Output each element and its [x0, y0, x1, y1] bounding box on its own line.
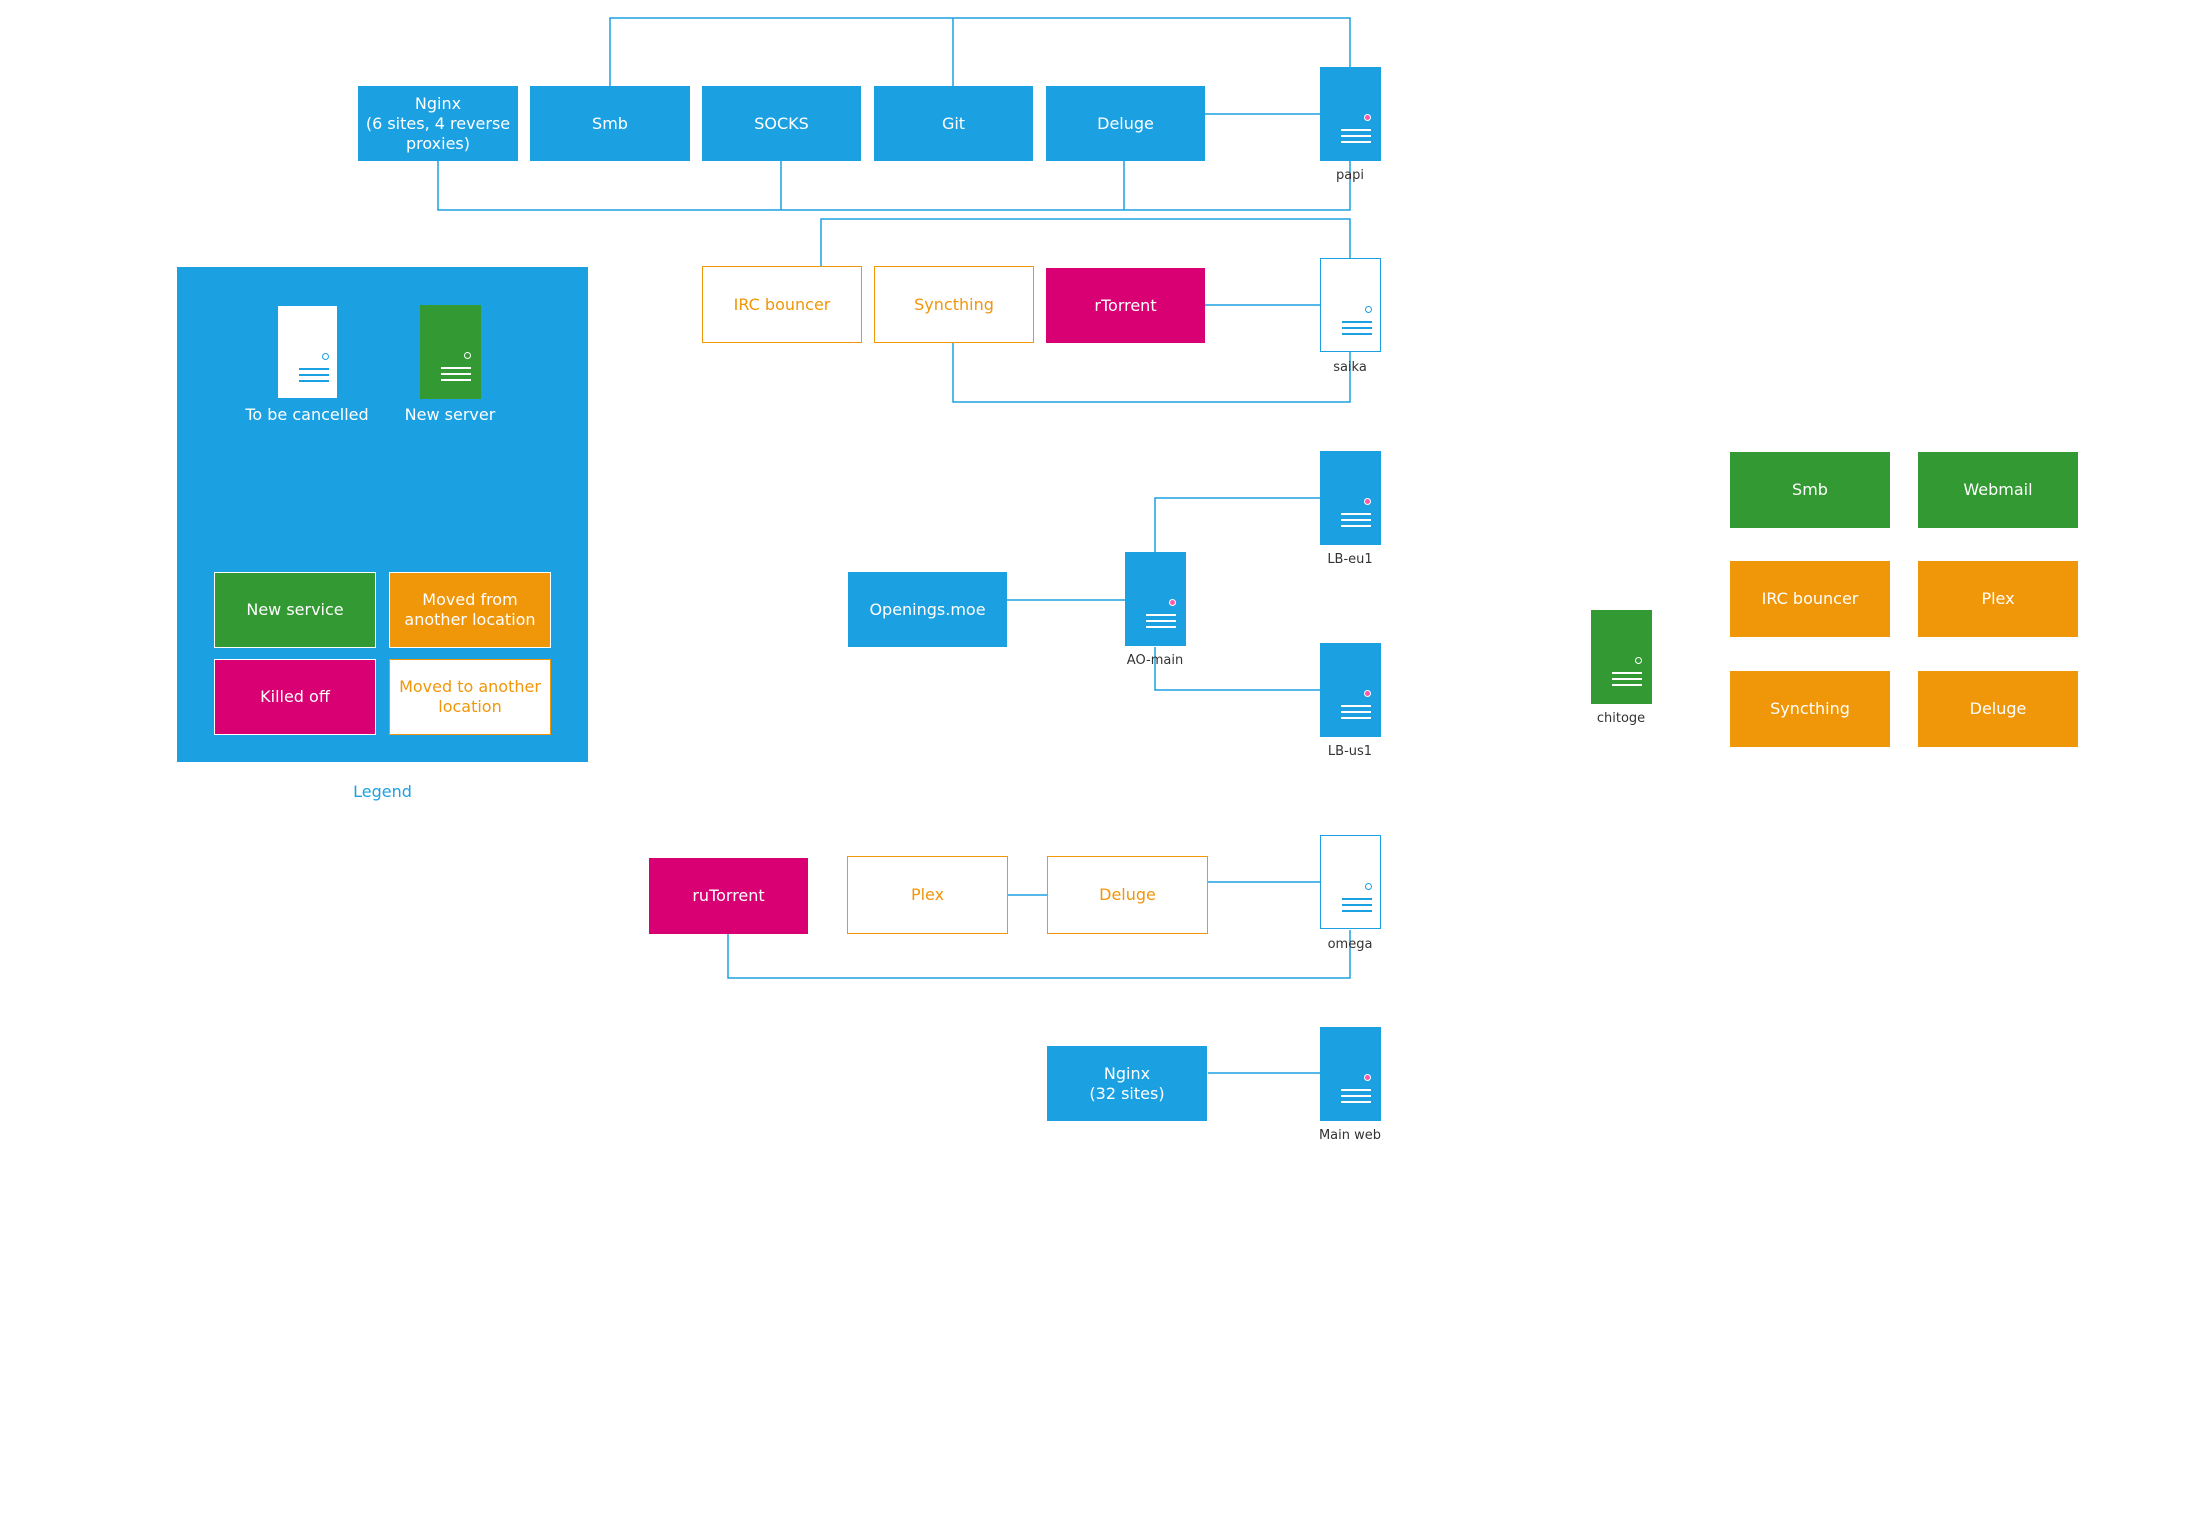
status-dot — [1364, 1074, 1371, 1081]
legend-panel: To be cancelled New server New service M… — [177, 267, 588, 762]
rack-lines — [1341, 705, 1371, 720]
service-papi-deluge: Deluge — [1046, 86, 1205, 161]
server-label-chitoge: chitoge — [1596, 711, 1646, 726]
service-omega-deluge: Deluge — [1047, 856, 1208, 934]
connector-saika-top — [820, 218, 1351, 266]
service-chitoge-deluge: Deluge — [1918, 671, 2078, 747]
service-mainweb-nginx: Nginx (32 sites) — [1047, 1046, 1207, 1121]
legend-moved-to: Moved to another location — [389, 659, 551, 735]
connector-aomain-lbeu1 — [1154, 497, 1320, 552]
server-ao-main — [1125, 552, 1186, 646]
server-lb-us1 — [1320, 643, 1381, 737]
service-saika-rtorrent: rTorrent — [1046, 268, 1205, 343]
rack-lines — [1341, 129, 1371, 144]
rack-lines — [1146, 614, 1176, 629]
service-papi-smb: Smb — [530, 86, 690, 161]
service-omega-rutorrent: ruTorrent — [649, 858, 808, 934]
connector-papi-top — [609, 17, 1351, 86]
server-papi — [1320, 67, 1381, 161]
server-omega — [1320, 835, 1381, 929]
rack-lines — [1341, 513, 1371, 528]
legend-server-cancelled — [277, 305, 338, 399]
server-label-main-web: Main web — [1318, 1128, 1382, 1143]
legend-title: Legend — [353, 782, 412, 801]
server-lb-eu1 — [1320, 451, 1381, 545]
server-label-lb-us1: LB-us1 — [1327, 744, 1373, 759]
server-saika — [1320, 258, 1381, 352]
server-label-saika: saika — [1333, 360, 1367, 375]
server-main-web — [1320, 1027, 1381, 1121]
server-label-omega: omega — [1327, 937, 1373, 952]
legend-killed-off: Killed off — [214, 659, 376, 735]
connector-papi-bottom — [437, 161, 1351, 211]
rack-lines — [441, 367, 471, 382]
legend-new-service: New service — [214, 572, 376, 648]
server-chitoge — [1591, 610, 1652, 704]
service-saika-syncthing: Syncthing — [874, 266, 1034, 343]
service-papi-nginx: Nginx (6 sites, 4 reverse proxies) — [358, 86, 518, 161]
rack-lines — [1341, 1089, 1371, 1104]
legend-moved-from: Moved from another location — [389, 572, 551, 648]
status-dot — [1364, 498, 1371, 505]
server-label-ao-main: AO-main — [1126, 653, 1184, 668]
service-chitoge-syncthing: Syncthing — [1730, 671, 1890, 747]
rack-lines — [299, 368, 329, 383]
service-papi-git: Git — [874, 86, 1033, 161]
status-dot — [1365, 883, 1372, 890]
status-dot — [1364, 690, 1371, 697]
legend-server-new — [420, 305, 481, 399]
service-saika-irc-bouncer: IRC bouncer — [702, 266, 862, 343]
service-papi-socks: SOCKS — [702, 86, 861, 161]
service-chitoge-webmail: Webmail — [1918, 452, 2078, 528]
service-chitoge-smb: Smb — [1730, 452, 1890, 528]
legend-label-new-server: New server — [404, 405, 496, 424]
service-chitoge-plex: Plex — [1918, 561, 2078, 637]
status-dot — [322, 353, 329, 360]
server-label-lb-eu1: LB-eu1 — [1327, 552, 1373, 567]
legend-label-to-be-cancelled: To be cancelled — [245, 405, 369, 424]
status-dot — [1365, 306, 1372, 313]
status-dot — [1169, 599, 1176, 606]
server-label-papi: papi — [1335, 168, 1365, 183]
service-omega-plex: Plex — [847, 856, 1008, 934]
rack-lines — [1342, 898, 1372, 913]
rack-lines — [1612, 672, 1642, 687]
connector-omega-bottom — [727, 930, 1351, 979]
rack-lines — [1342, 321, 1372, 336]
service-chitoge-irc-bouncer: IRC bouncer — [1730, 561, 1890, 637]
status-dot — [1635, 657, 1642, 664]
status-dot — [464, 352, 471, 359]
status-dot — [1364, 114, 1371, 121]
service-openings-moe: Openings.moe — [848, 572, 1007, 647]
